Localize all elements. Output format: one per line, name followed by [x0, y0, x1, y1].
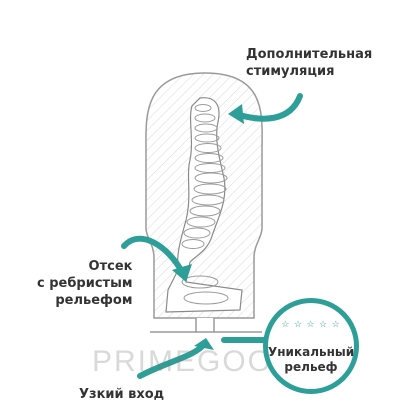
label-ribbed-chamber: Отсек с ребристым рельефом — [37, 258, 132, 309]
label-narrow-entrance: Узкий вход — [79, 387, 165, 402]
label-line: рельефом — [55, 293, 133, 308]
badge-line: Уникальный — [268, 345, 355, 359]
unique-relief-badge: ☆ ☆ ☆ ☆ ☆ Уникальный рельеф — [263, 298, 359, 394]
label-line: Дополнительная — [246, 47, 373, 62]
badge-text: Уникальный рельеф — [268, 345, 354, 375]
entrance — [195, 318, 215, 333]
label-line: Отсек — [88, 259, 133, 274]
arrow-extra — [233, 93, 303, 122]
label-line: с ребристым — [37, 276, 133, 291]
label-extra-stimulation: Дополнительная стимуляция — [246, 46, 372, 80]
stars-icon: ☆ ☆ ☆ ☆ ☆ — [281, 319, 341, 329]
arrow-heads — [172, 104, 244, 350]
badge-line: рельеф — [284, 360, 338, 374]
arrow-ribbed — [121, 235, 185, 275]
inner-canal — [165, 97, 243, 313]
label-line: стимуляция — [246, 64, 335, 79]
